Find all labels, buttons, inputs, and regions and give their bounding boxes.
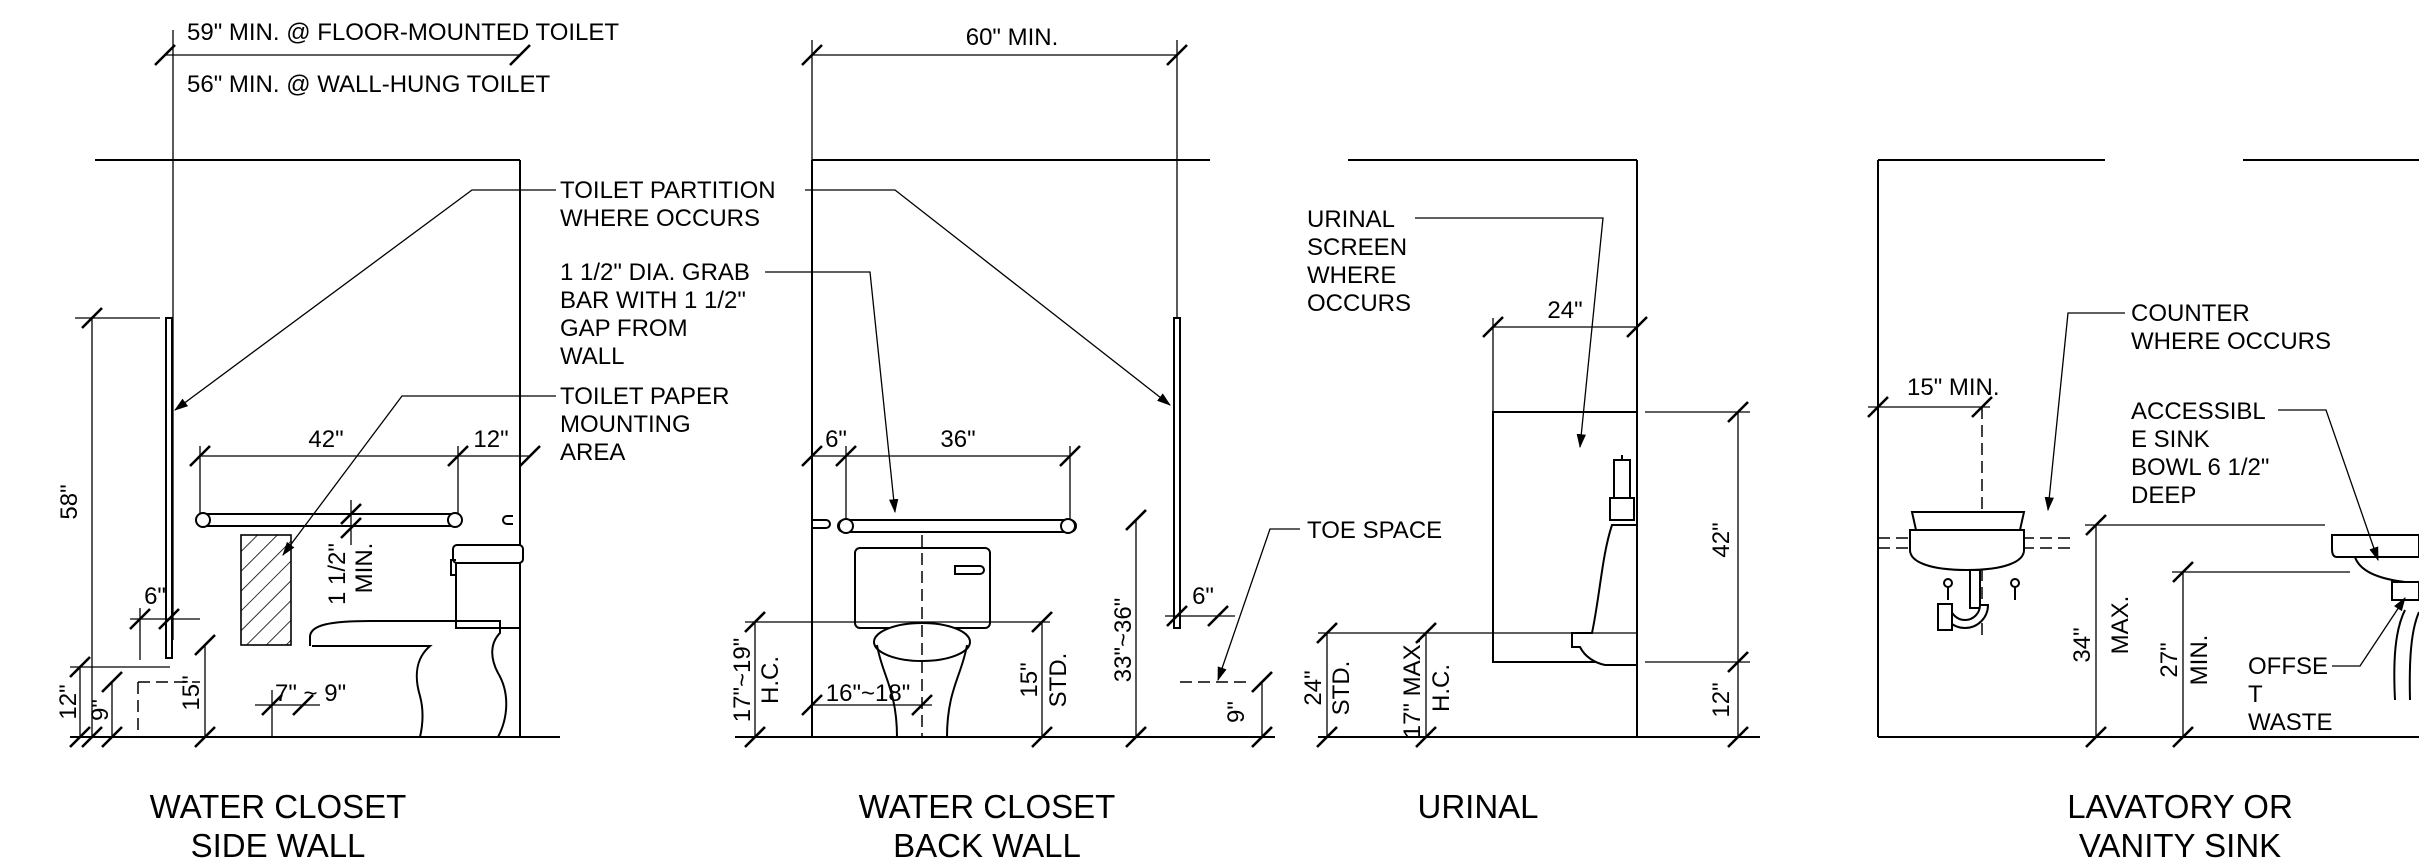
- toilet-paper-label-1: TOILET PAPER: [560, 383, 729, 410]
- toilet-paper-area: [240, 534, 292, 646]
- urinal-screen-bottom-dim: 12": [1708, 682, 1735, 717]
- urinal-screen-label-2: SCREEN: [1307, 234, 1407, 261]
- center-callouts: TOILET PARTITION WHERE OCCURS 1 1/2" DIA…: [174, 177, 1171, 556]
- urinal-std-label: STD.: [1328, 661, 1355, 716]
- grab-bar-label-2: BAR WITH 1 1/2": [560, 287, 746, 314]
- wall-sink: [1909, 511, 2026, 631]
- lav-wall-offset-dim: 15" MIN.: [1907, 374, 2000, 401]
- grab-bar-label-4: WALL: [560, 343, 624, 370]
- toe-space-label: TOE SPACE: [1307, 517, 1442, 544]
- lavatory-title-1: LAVATORY OR: [2067, 788, 2293, 825]
- floor-mounted-dim: 59" MIN. @ FLOOR-MOUNTED TOILET: [187, 19, 619, 46]
- back-partition-gap-dim: 6": [1192, 583, 1214, 610]
- side-wall-title-2: SIDE WALL: [191, 827, 366, 864]
- side-wall-title-1: WATER CLOSET: [150, 788, 407, 825]
- paper-range-dim: 7" ~ 9": [275, 680, 346, 707]
- accessible-sink: [2331, 534, 2419, 701]
- side-wall-panel: 59" MIN. @ FLOOR-MOUNTED TOILET 56" MIN.…: [55, 19, 619, 864]
- back-bar-height-dim: 33"~36": [1110, 598, 1137, 682]
- toilet-paper-label-2: MOUNTING: [560, 411, 691, 438]
- toilet-partition-label-1: TOILET PARTITION: [560, 177, 776, 204]
- urinal-fixture: [1571, 455, 1638, 666]
- urinal-screen-height-dim: 42": [1708, 522, 1735, 557]
- grab-bar-label-1: 1 1/2" DIA. GRAB: [560, 259, 750, 286]
- urinal-std-height-dim: 24": [1300, 670, 1327, 705]
- back-toe-height-dim: 9": [1223, 701, 1250, 723]
- urinal-title: URINAL: [1417, 788, 1538, 825]
- partition-height-dim: 58": [56, 484, 83, 519]
- offset-waste-label-2: T: [2248, 681, 2263, 708]
- toilet-paper-label-3: AREA: [560, 439, 625, 466]
- grab-bar-offset-dim: 12": [473, 426, 508, 453]
- bar-gap-dim: 1 1/2": [324, 543, 351, 605]
- back-width-dim: 60" MIN.: [966, 24, 1059, 51]
- urinal-hc-height-dim: 17" MAX.: [1399, 638, 1426, 739]
- urinal-screen-label-3: WHERE: [1307, 262, 1396, 289]
- counter-label-2: WHERE OCCURS: [2131, 328, 2331, 355]
- back-wall-title-2: BACK WALL: [893, 827, 1081, 864]
- bottom-9-dim: 9": [87, 699, 114, 721]
- urinal-screen-label-4: OCCURS: [1307, 290, 1411, 317]
- bar-gap-min: MIN.: [351, 543, 378, 594]
- side-toilet: [309, 544, 524, 738]
- sink-label-1: ACCESSIBL: [2131, 398, 2266, 425]
- toilet-partition: [165, 317, 173, 659]
- back-seat-hc: H.C.: [757, 656, 784, 704]
- urinal-screen-label-1: URINAL: [1307, 206, 1395, 233]
- back-end-offset-dim: 6": [825, 426, 847, 453]
- urinal-panel: 24" 42" 12" 24" STD. 17" MAX. H.C. URINA…: [1300, 159, 1760, 825]
- grab-bar-label-3: GAP FROM: [560, 315, 688, 342]
- sink-label-3: BOWL 6 1/2": [2131, 454, 2269, 481]
- wall-gap-dim: 6": [144, 583, 166, 610]
- back-toilet: [854, 535, 991, 738]
- grab-bar-length-dim: 42": [308, 426, 343, 453]
- urinal-hc-label: H.C.: [1428, 664, 1455, 712]
- back-centerline-dim: 16"~18": [826, 680, 910, 707]
- wall-hung-dim: 56" MIN. @ WALL-HUNG TOILET: [187, 71, 551, 98]
- lav-knee-min: MIN.: [2186, 635, 2213, 686]
- back-wall-panel: 60" MIN. 6" 36" 17"~19" H.C.: [729, 24, 1442, 864]
- bottom-15-dim: 15": [178, 675, 205, 710]
- lav-knee-height-dim: 27": [2156, 642, 2183, 677]
- toilet-partition-label-2: WHERE OCCURS: [560, 205, 760, 232]
- lav-rim-max: MAX.: [2107, 596, 2134, 655]
- back-partition: [1173, 317, 1181, 629]
- lav-rim-height-dim: 34": [2069, 627, 2096, 662]
- back-grab-bar-length-dim: 36": [940, 426, 975, 453]
- bottom-12-dim: 12": [55, 684, 82, 719]
- sink-label-4: DEEP: [2131, 482, 2196, 509]
- urinal-screen-width-dim: 24": [1547, 297, 1582, 324]
- lavatory-panel: 15" MIN. 34" MAX. 27" MIN.: [1867, 159, 2419, 864]
- back-grab-bar: [837, 519, 1077, 533]
- side-grab-bar: [196, 513, 462, 527]
- counter-label-1: COUNTER: [2131, 300, 2250, 327]
- back-std-height-dim: 15": [1016, 662, 1043, 697]
- back-wall-title-1: WATER CLOSET: [859, 788, 1116, 825]
- lavatory-title-2: VANITY SINK: [2079, 827, 2281, 864]
- offset-waste-label-3: WASTE: [2248, 709, 2332, 736]
- offset-waste-label-1: OFFSE: [2248, 653, 2328, 680]
- sink-label-2: E SINK: [2131, 426, 2210, 453]
- back-std-label: STD.: [1045, 653, 1072, 708]
- back-seat-height-dim: 17"~19": [729, 638, 756, 722]
